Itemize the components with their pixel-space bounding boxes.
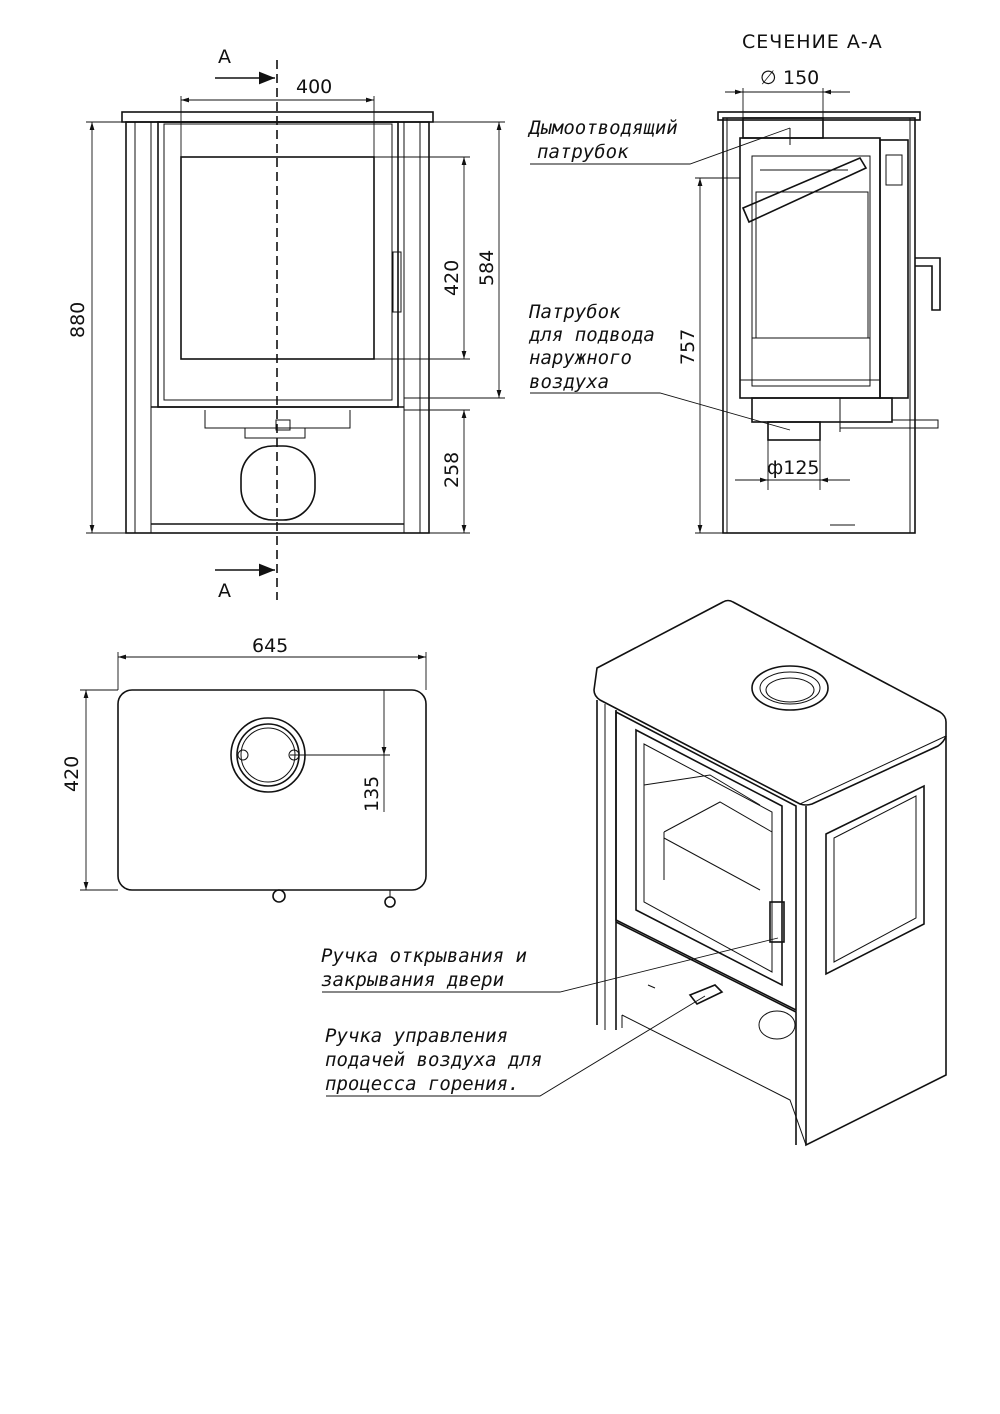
label-door-handle-line2: закрывания двери	[321, 969, 504, 991]
baffle	[741, 156, 868, 224]
leader-flue	[530, 127, 791, 165]
label-air-line2: для подвода	[528, 324, 655, 346]
dim-air-inlet-diameter: ф125	[767, 457, 820, 479]
firebox	[739, 137, 881, 399]
perspective-air-lever	[688, 984, 724, 1006]
top-outline	[117, 689, 427, 891]
perspective-door	[615, 710, 797, 1012]
air-inlet-pipe	[767, 421, 821, 441]
door-frame	[157, 121, 399, 408]
top-view: 645 420 135	[61, 635, 427, 908]
dim-flue-diameter: 150	[783, 67, 819, 89]
label-air-control-line2: подачей воздуха для	[325, 1049, 542, 1071]
perspective-flue-ring	[751, 665, 829, 711]
label-air-line1: Патрубок	[528, 301, 621, 323]
dim-flue-offset: 135	[361, 776, 383, 812]
section-mark-top: А	[218, 46, 231, 68]
ash-pan	[751, 397, 893, 423]
dim-top-width: 400	[296, 76, 332, 98]
dim-height-total: 880	[67, 302, 89, 338]
perspective-door-glass	[635, 728, 783, 987]
flue-collar	[742, 117, 824, 139]
front-view: А А 400 880 420 584 258	[67, 46, 505, 602]
door-handle-section	[915, 257, 941, 311]
perspective-right-side	[805, 736, 947, 1147]
leader-air-control	[326, 995, 706, 1097]
air-control-lever	[275, 419, 291, 431]
door-section	[879, 139, 909, 399]
section-view: СЕЧЕНИЕ А-А	[527, 31, 941, 534]
dim-base-height: 258	[441, 452, 463, 488]
label-flue-line2: патрубок	[537, 141, 629, 163]
label-flue-line1: Дымоотводящий	[527, 117, 678, 139]
label-air-control-line3: процесса горения.	[325, 1073, 519, 1095]
dim-flue-diameter-symbol: ∅	[760, 67, 777, 89]
dim-inlet-height: 757	[677, 329, 699, 365]
perspective-door-handle	[769, 901, 785, 943]
air-inlet-opening	[240, 445, 316, 521]
section-title: СЕЧЕНИЕ А-А	[742, 31, 883, 53]
perspective-top	[593, 599, 947, 806]
leader-air	[530, 392, 791, 431]
dim-glass-height: 420	[441, 260, 463, 296]
leader-door-handle	[322, 937, 779, 993]
section-mark-bottom: А	[218, 580, 231, 602]
grate	[751, 337, 871, 381]
label-air-line3: наружного	[529, 347, 632, 369]
perspective-side-window	[825, 784, 925, 976]
dim-top-depth: 420	[61, 756, 83, 792]
dim-top-width: 645	[252, 635, 288, 657]
knob-air	[272, 889, 286, 903]
perspective-view: Ручка открывания и закрывания двери Ручк…	[321, 599, 947, 1147]
label-air-control-line1: Ручка управления	[325, 1025, 508, 1047]
dim-door-height: 584	[476, 250, 498, 286]
label-air-line4: воздуха	[529, 371, 609, 393]
knob-door	[384, 896, 396, 908]
door-handle	[392, 251, 402, 313]
label-door-handle-line1: Ручка открывания и	[321, 945, 527, 967]
